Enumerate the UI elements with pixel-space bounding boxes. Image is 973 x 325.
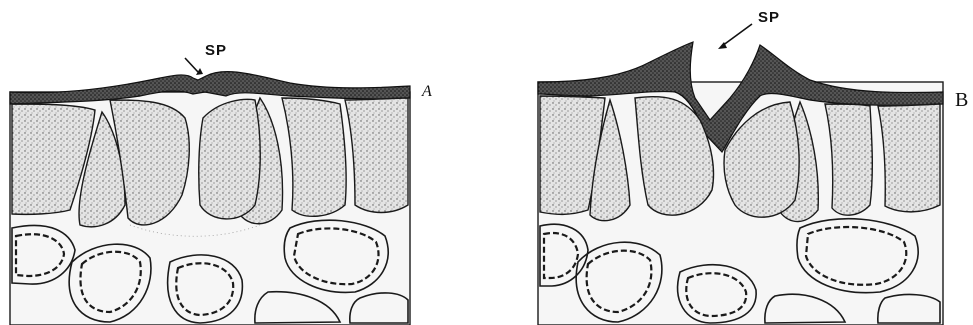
epidermal-cell [825, 104, 872, 215]
panel-b: SP B [538, 9, 968, 325]
epidermal-cell [345, 98, 408, 213]
pore-label-b: SP [758, 9, 780, 26]
guard-cell-right [199, 99, 260, 219]
epidermal-cell [878, 104, 940, 212]
pore-arrow-b [722, 24, 752, 46]
panel-label-a: A [421, 83, 432, 100]
panel-a: SP A [10, 42, 432, 325]
pore-arrow-a [185, 58, 198, 72]
panel-label-b: B [955, 89, 968, 111]
pore-label-a: SP [205, 42, 227, 59]
